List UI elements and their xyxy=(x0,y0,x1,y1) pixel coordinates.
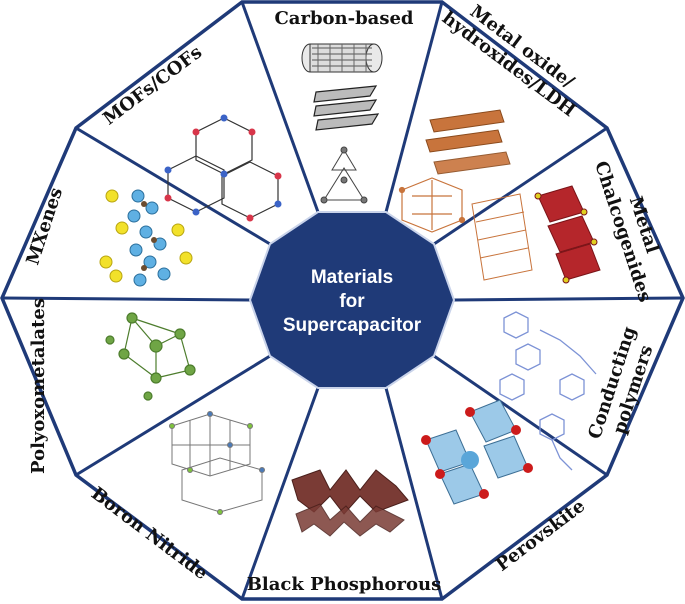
center-label-line: for xyxy=(339,291,365,312)
label-line: Perovskite xyxy=(492,495,589,575)
divider-7 xyxy=(240,387,320,600)
divider-3 xyxy=(433,126,608,246)
conducting-polymer-icon xyxy=(499,311,597,471)
label-line: Polyoxometalates xyxy=(28,298,49,474)
chalcogenide-layer-icon xyxy=(471,193,533,281)
divider-1 xyxy=(240,1,320,213)
label-line: MXenes xyxy=(22,185,67,268)
label-mofs-cofs: MOFs/COFs xyxy=(99,42,206,130)
mof-framework-icon xyxy=(164,114,282,222)
divider-8 xyxy=(75,354,271,477)
polyoxometalate-cluster-icon xyxy=(105,312,196,401)
divider-4 xyxy=(453,296,684,302)
divider-10 xyxy=(75,126,271,246)
label-mxenes: MXenes xyxy=(22,185,67,268)
label-black-phosphorous: Black Phosphorous xyxy=(247,574,442,595)
carbon-nanotube-icon xyxy=(301,43,383,73)
label-line: Boron Nitride xyxy=(87,483,211,584)
label-line: MOFs/COFs xyxy=(99,42,206,130)
label-conducting-polymers: Conductingpolymers xyxy=(584,324,661,449)
label-boron-nitride: Boron Nitride xyxy=(87,483,211,584)
black-phosphorus-icon xyxy=(291,469,409,537)
center-label-line: Supercapacitor xyxy=(283,315,422,336)
chalcogenide-octahedra-icon xyxy=(534,185,601,284)
label-metal-chalcogenides: MetalChalcogenides xyxy=(590,152,676,305)
label-line: Carbon-based xyxy=(274,8,413,29)
mxene-structure-icon xyxy=(99,189,193,287)
divider-9 xyxy=(1,296,251,302)
triazine-molecule-icon xyxy=(320,146,368,204)
center-label-line: Materials xyxy=(311,267,393,288)
graphene-stack-icon xyxy=(313,85,380,131)
label-line: Black Phosphorous xyxy=(247,574,442,595)
divider-6 xyxy=(384,387,444,600)
metal-oxide-structure-icon xyxy=(425,109,511,175)
divider-5 xyxy=(433,354,608,477)
label-polyoxometalates: Polyoxometalates xyxy=(28,298,49,474)
label-metal-oxide: Metal oxide/hydroxides/LDH xyxy=(438,0,593,121)
center-decagon xyxy=(248,211,456,389)
metal-oxide-lattice-icon xyxy=(398,177,466,233)
divider-2 xyxy=(384,1,444,213)
label-perovskite: Perovskite xyxy=(492,495,589,575)
perovskite-structure-icon xyxy=(421,399,533,505)
boron-nitride-lattice-icon xyxy=(169,411,265,515)
label-carbon-based: Carbon-based xyxy=(274,8,413,29)
